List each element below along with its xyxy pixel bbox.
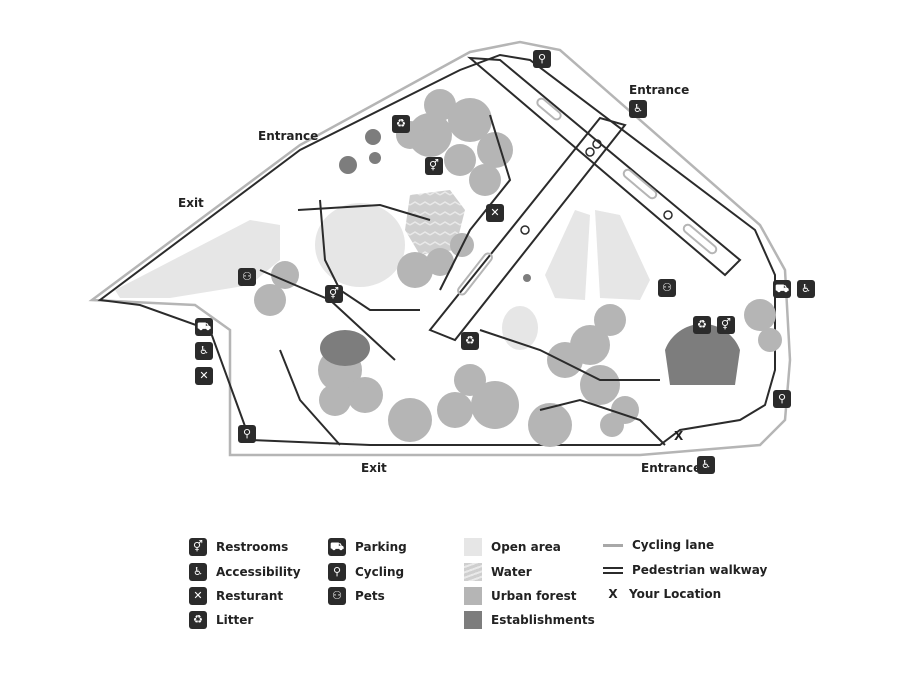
legend-urban-forest: Urban forest xyxy=(464,587,576,605)
establishment-marker xyxy=(523,274,531,282)
restrooms-icon: ⚥ xyxy=(325,285,343,303)
label-entrance-bottom: Entrance xyxy=(641,461,702,475)
legend-establishments: Establishments xyxy=(464,611,595,629)
wheelchair-icon: ♿ xyxy=(697,456,715,474)
car-icon: ⛟ xyxy=(773,280,791,298)
establishment-small-2 xyxy=(365,129,381,145)
label-exit-left: Exit xyxy=(178,196,204,210)
establishment-amphitheater xyxy=(665,323,740,385)
restrooms-icon: ⚥ xyxy=(717,316,735,334)
bicycle-icon: ⚲ xyxy=(238,425,256,443)
open-area-east-1 xyxy=(545,210,590,300)
roundabout-marker-3 xyxy=(592,139,602,149)
establishment-small-3 xyxy=(369,152,381,164)
park-inner-walkway xyxy=(97,53,776,446)
your-location-symbol: X xyxy=(608,587,618,601)
establishment-small-1 xyxy=(339,156,357,174)
dog-icon: ⚇ xyxy=(238,268,256,286)
park-outer-boundary xyxy=(88,40,792,457)
bicycle-icon: ⚲ xyxy=(773,390,791,408)
legend-restrooms: ⚥Restrooms xyxy=(189,538,288,556)
label-exit-bottom: Exit xyxy=(361,461,387,475)
fork-knife-icon: ✕ xyxy=(189,587,207,605)
legend-pedestrian-walkway: Pedestrian walkway xyxy=(603,563,767,577)
litter-icon: ♻ xyxy=(392,115,410,133)
roundabout-marker-1 xyxy=(520,225,530,235)
fork-knife-icon: ✕ xyxy=(195,367,213,385)
roundabout-marker-2 xyxy=(663,210,673,220)
legend-cycling-lane: Cycling lane xyxy=(603,538,714,552)
wheelchair-icon: ♿ xyxy=(629,100,647,118)
restrooms-icon: ⚥ xyxy=(425,157,443,175)
legend-restaurant: ✕Resturant xyxy=(189,587,283,605)
roundabout-marker-4 xyxy=(585,147,595,157)
label-entrance-top-right: Entrance xyxy=(629,83,690,97)
label-entrance-top-left: Entrance xyxy=(258,129,319,143)
cycling-lane-markings xyxy=(457,97,718,296)
cycling-lane-swatch xyxy=(603,543,623,547)
bicycle-icon: ⚲ xyxy=(533,50,551,68)
open-area-west xyxy=(115,220,280,298)
establishment-central xyxy=(320,330,370,366)
dog-icon: ⚇ xyxy=(328,587,346,605)
urban-forest-swatch xyxy=(464,587,482,605)
legend-accessibility: ♿Accessibility xyxy=(189,563,301,581)
legend-open-area: Open area xyxy=(464,538,561,556)
open-area-swatch xyxy=(464,538,482,556)
legend-cycling: ⚲Cycling xyxy=(328,563,404,581)
litter-icon: ♻ xyxy=(189,611,207,629)
urban-forest-clusters xyxy=(254,89,782,447)
open-area-south xyxy=(502,306,538,350)
legend-pets: ⚇Pets xyxy=(328,587,385,605)
open-area-east-2 xyxy=(595,210,650,300)
bicycle-icon: ⚲ xyxy=(328,563,346,581)
legend-parking: ⛟Parking xyxy=(328,538,407,556)
restrooms-icon: ⚥ xyxy=(189,538,207,556)
dog-icon: ⚇ xyxy=(658,279,676,297)
wheelchair-icon: ♿ xyxy=(195,342,213,360)
water-pond xyxy=(405,190,465,255)
fork-knife-icon: ✕ xyxy=(486,204,504,222)
car-icon: ⛟ xyxy=(195,318,213,336)
establishments-swatch xyxy=(464,611,482,629)
legend-water: Water xyxy=(464,563,532,581)
car-icon: ⛟ xyxy=(328,538,346,556)
water-swatch xyxy=(464,563,482,581)
you-are-here-marker: X xyxy=(674,429,684,443)
litter-icon: ♻ xyxy=(693,316,711,334)
legend-litter: ♻Litter xyxy=(189,611,253,629)
wheelchair-icon: ♿ xyxy=(189,563,207,581)
open-area-center xyxy=(315,203,405,287)
litter-icon: ♻ xyxy=(461,332,479,350)
pedestrian-walkway-swatch xyxy=(603,566,623,574)
wheelchair-icon: ♿ xyxy=(797,280,815,298)
